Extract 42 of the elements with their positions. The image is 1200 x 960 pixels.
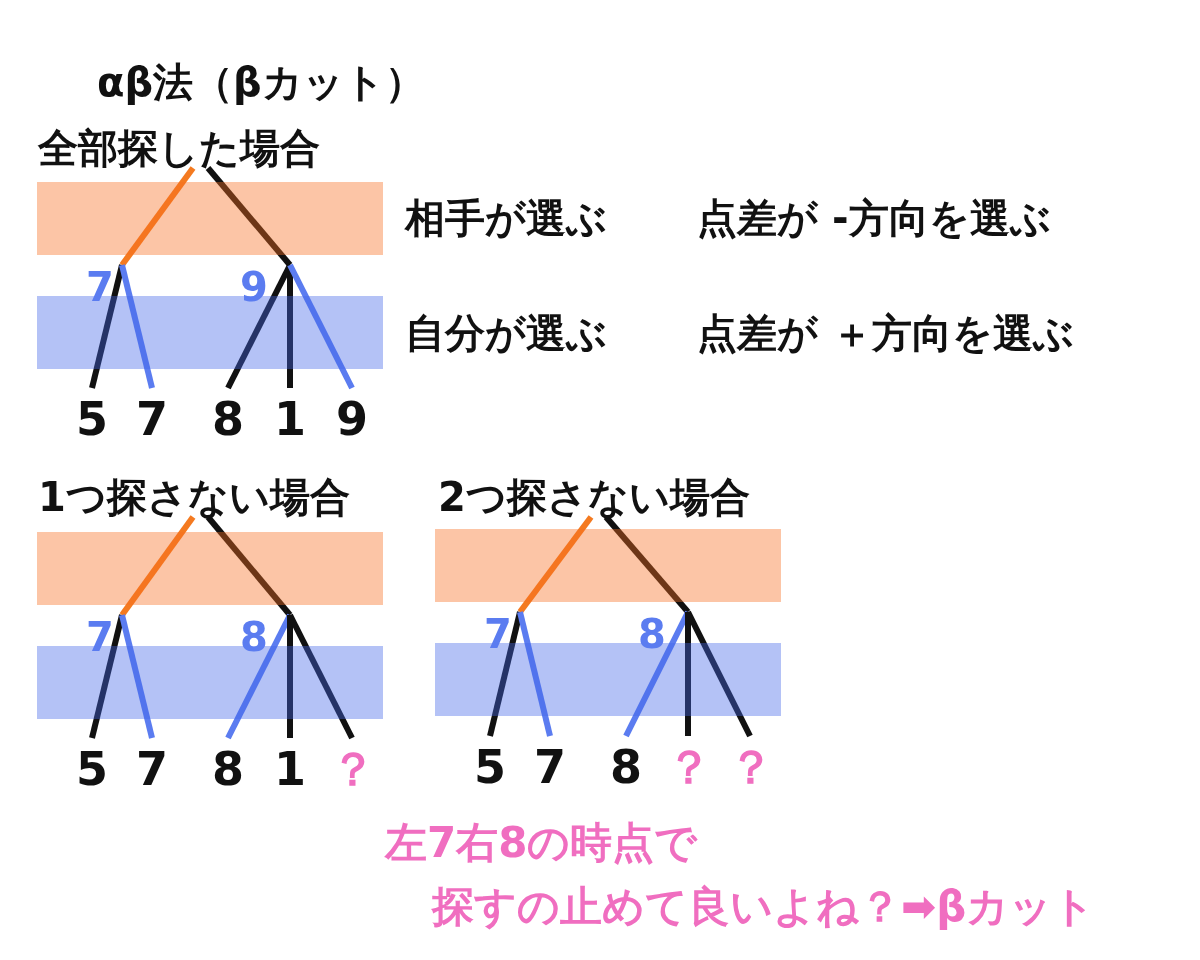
- node-value: 7: [484, 612, 520, 652]
- leaf-value: ？: [330, 738, 374, 792]
- row-label: 点差が ＋方向を選ぶ: [697, 313, 1074, 353]
- tree-branch: [487, 611, 523, 737]
- tree-branch: [89, 614, 125, 739]
- leaf-value: 7: [528, 736, 572, 790]
- tree-branch: [287, 615, 293, 738]
- node-value: 7: [86, 615, 122, 655]
- leaf-value: 1: [268, 738, 312, 792]
- leaf-value: 1: [268, 388, 312, 442]
- node-value: 8: [638, 612, 688, 652]
- note-text: 左7右8の時点で: [385, 822, 698, 864]
- tree-branch: [205, 515, 293, 617]
- leaf-value: 8: [206, 738, 250, 792]
- leaf-value: 5: [70, 738, 114, 792]
- leaf-value: 9: [330, 388, 374, 442]
- node-value: 9: [240, 265, 290, 305]
- node-value: 7: [86, 265, 122, 305]
- leaf-value: ？: [728, 736, 772, 790]
- tree-branch: [119, 515, 196, 617]
- section-heading: 全部探した場合: [38, 128, 320, 168]
- leaf-value: 7: [130, 738, 174, 792]
- row-label: 点差が -方向を選ぶ: [697, 198, 1051, 238]
- leaf-value: 8: [206, 388, 250, 442]
- tree-branch: [685, 610, 753, 738]
- leaf-value: ？: [666, 736, 710, 790]
- leaf-value: 5: [70, 388, 114, 442]
- leaf-value: 8: [604, 736, 648, 790]
- note-text: 探すの止めて良いよね？➡βカット: [432, 886, 1096, 928]
- tree-branch: [685, 612, 691, 736]
- row-label: 自分が選ぶ: [405, 313, 607, 353]
- leaf-value: 7: [130, 388, 174, 442]
- tree-branch: [287, 613, 355, 740]
- node-value: 8: [240, 615, 290, 655]
- section-heading: 1つ探さない場合: [38, 477, 350, 517]
- row-label: 相手が選ぶ: [405, 198, 607, 238]
- tree-branch: [89, 264, 125, 389]
- section-heading: 2つ探さない場合: [438, 477, 750, 517]
- tree-branch: [205, 166, 293, 267]
- tree-branch: [517, 515, 594, 614]
- leaf-value: 5: [468, 736, 512, 790]
- tree-branch: [119, 166, 196, 267]
